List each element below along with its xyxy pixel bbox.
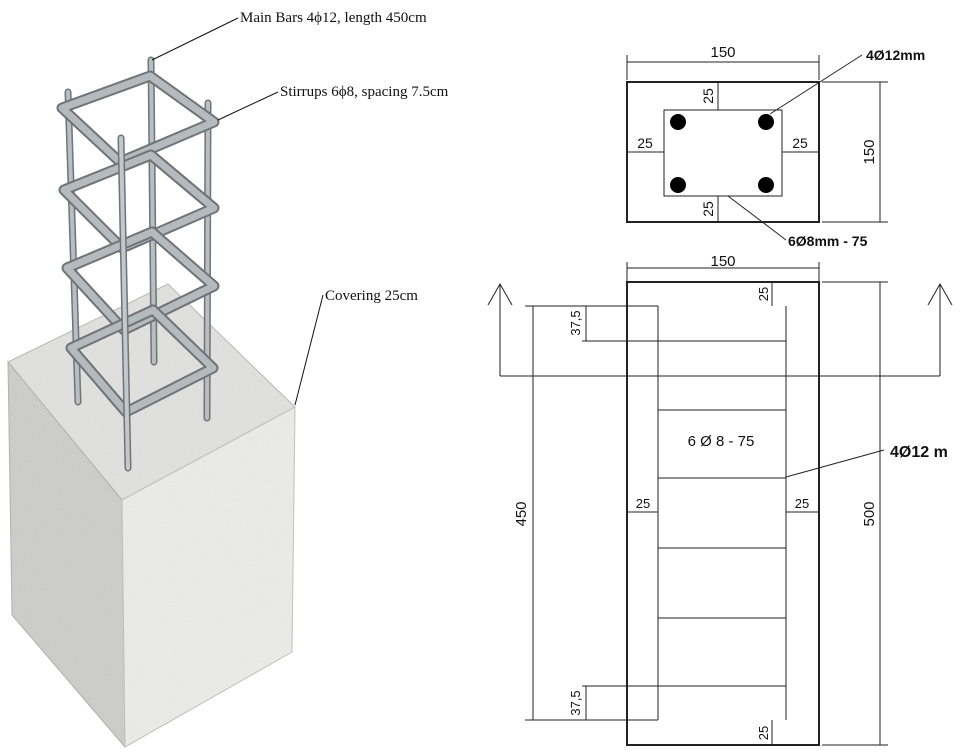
concrete-block bbox=[7, 283, 296, 749]
elevation: 150 450 37,5 37,5 500 25 25 25 25 6 Ø 8 … bbox=[487, 253, 953, 746]
elevation-bar-length-label: 450 bbox=[513, 501, 530, 526]
elevation-total-height-label: 500 bbox=[861, 501, 878, 526]
section-cover-left: 25 bbox=[637, 135, 653, 151]
rebar-circle bbox=[758, 177, 774, 193]
elevation-width-label: 150 bbox=[710, 253, 735, 270]
elevation-top-end-spacing: 37,5 bbox=[568, 310, 583, 335]
section-width-label: 150 bbox=[710, 44, 735, 61]
callout-stirrups: Stirrups 6ϕ8, spacing 7.5cm bbox=[217, 84, 449, 121]
stirrup-outline bbox=[663, 109, 783, 197]
elevation-bottom-end-spacing: 37,5 bbox=[568, 690, 583, 715]
section-main-bars-label: 4Ø12mm bbox=[866, 47, 925, 63]
rebar-cage bbox=[56, 56, 220, 472]
section-cut-line bbox=[487, 282, 953, 377]
elevation-cover-top: 25 bbox=[756, 287, 771, 301]
cross-section: 150 150 25 25 25 25 4Ø12mm 6Ø8mm - 75 bbox=[626, 44, 925, 249]
elevation-cover-left: 25 bbox=[636, 496, 650, 511]
elevation-cover-bottom: 25 bbox=[756, 726, 771, 740]
elevation-outline bbox=[626, 281, 820, 746]
section-cover-bottom: 25 bbox=[700, 201, 716, 217]
elevation-stirrup-label: 6 Ø 8 - 75 bbox=[688, 433, 755, 450]
rebar-circle bbox=[670, 114, 686, 130]
callout-covering: Covering 25cm bbox=[294, 288, 418, 406]
section-cover-right: 25 bbox=[792, 135, 808, 151]
main-bar-front bbox=[117, 134, 132, 472]
rebar-circle bbox=[670, 177, 686, 193]
section-cover-top: 25 bbox=[700, 88, 716, 104]
elevation-stirrups bbox=[658, 340, 786, 687]
section-height-label: 150 bbox=[861, 139, 878, 164]
elevation-cover-right: 25 bbox=[795, 496, 809, 511]
stirrup-1 bbox=[56, 70, 220, 168]
callout-main-bars-text: Main Bars 4ϕ12, length 450cm bbox=[240, 10, 427, 26]
section-stirrups-label: 6Ø8mm - 75 bbox=[788, 233, 868, 249]
callout-main-bars: Main Bars 4ϕ12, length 450cm bbox=[151, 10, 427, 61]
rebar-circle bbox=[758, 114, 774, 130]
callout-stirrups-text: Stirrups 6ϕ8, spacing 7.5cm bbox=[280, 84, 449, 100]
elevation-main-bars-label: 4Ø12 m bbox=[890, 444, 948, 461]
callout-covering-text: Covering 25cm bbox=[325, 288, 418, 304]
